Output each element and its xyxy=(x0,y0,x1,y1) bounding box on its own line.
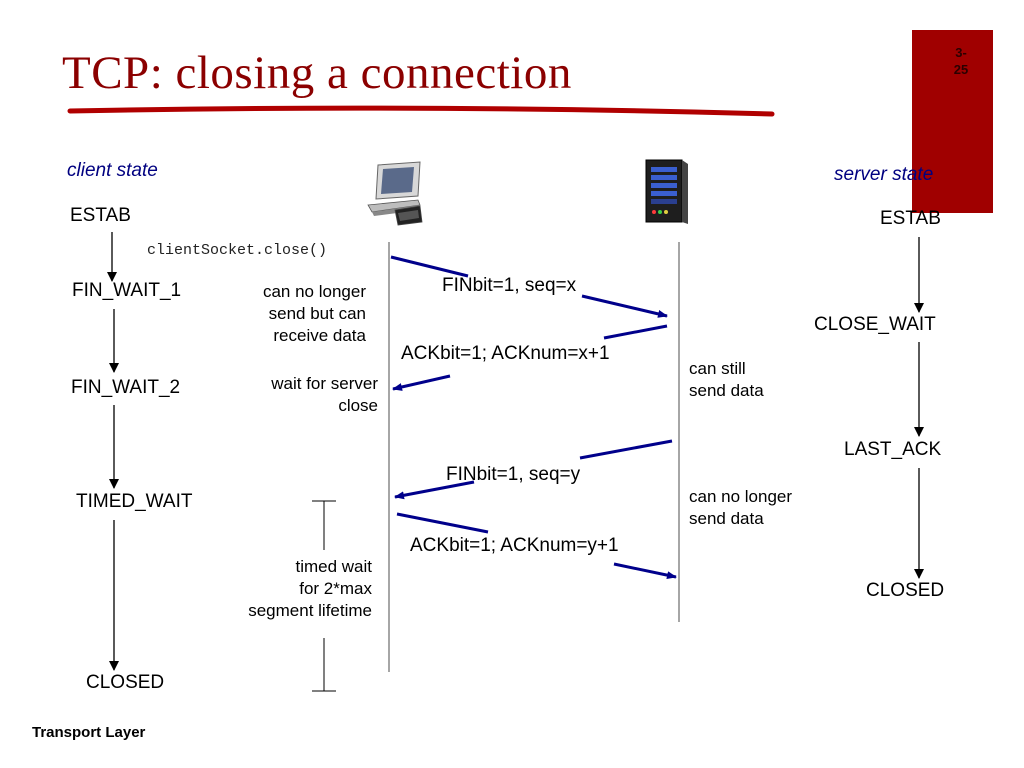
note-last-ack: can no longer send data xyxy=(689,487,793,528)
slide-number: 3-25 xyxy=(953,45,969,77)
client-state-heading: client state xyxy=(67,160,158,181)
client-state-estab: ESTAB xyxy=(70,205,131,226)
client-state-fin-wait-2: FIN_WAIT_2 xyxy=(71,377,181,398)
slide-title: TCP: closing a connection xyxy=(62,47,572,99)
server-state-heading: server state xyxy=(834,164,934,185)
note-close-wait: can still send data xyxy=(689,359,764,400)
accent-bar xyxy=(912,30,993,213)
msg-ack-y: ACKbit=1; ACKnum=y+1 xyxy=(410,535,619,556)
client-close-call: clientSocket.close() xyxy=(147,242,328,259)
server-state-estab: ESTAB xyxy=(880,208,941,229)
client-computer-icon xyxy=(367,161,423,226)
msg-fin-y: FINbit=1, seq=y xyxy=(446,464,581,485)
server-state-closed: CLOSED xyxy=(866,580,945,601)
server-state-close-wait: CLOSE_WAIT xyxy=(814,314,936,335)
client-state-timed-wait: TIMED_WAIT xyxy=(76,491,193,512)
client-state-closed: CLOSED xyxy=(86,672,165,693)
server-tower-icon xyxy=(645,159,688,224)
note-fin-wait-1: can no longer send but can receive data xyxy=(262,282,366,345)
server-state-last-ack: LAST_ACK xyxy=(844,439,942,460)
footer-label: Transport Layer xyxy=(32,724,146,741)
client-state-fin-wait-1: FIN_WAIT_1 xyxy=(72,280,182,301)
msg-fin-x: FINbit=1, seq=x xyxy=(442,275,577,296)
msg-ack-x: ACKbit=1; ACKnum=x+1 xyxy=(401,343,610,364)
note-timed-wait: timed wait for 2*max segment lifetime xyxy=(248,557,372,620)
note-fin-wait-2: wait for server close xyxy=(271,374,378,415)
